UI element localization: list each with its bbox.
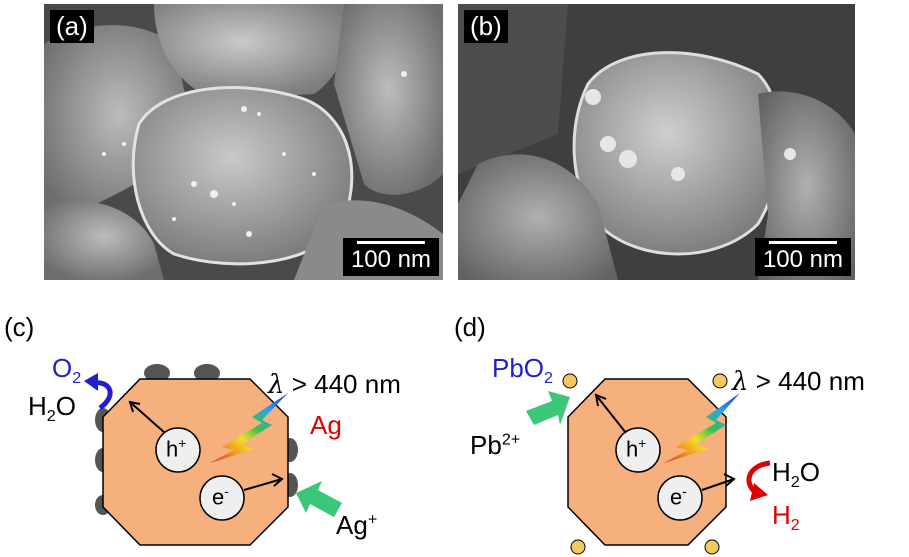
- lambda-d: λ: [732, 367, 749, 397]
- light-bolt-d: [664, 393, 740, 463]
- hole-circle-c: [155, 427, 201, 473]
- sem-image-a: (a) 100 nm: [44, 4, 443, 280]
- charge-arrows-c: [128, 400, 284, 491]
- h2o-label-d: H2O: [772, 457, 820, 492]
- hole-sup-d: +: [638, 436, 647, 451]
- pbo2-text-d: PbO: [492, 353, 545, 383]
- electron-circle-c: [199, 475, 245, 521]
- electron-text-d: e: [670, 484, 683, 510]
- hole-label-d: h+: [626, 436, 646, 462]
- h2o-o-d: O: [799, 457, 820, 487]
- ag-ion-arrow: [296, 481, 342, 517]
- oxidation-arrowhead-c: [84, 373, 98, 391]
- electron-sup-d: -: [682, 484, 687, 499]
- hole-text-d: h: [626, 436, 639, 462]
- ag-ion-label-c: Ag+: [336, 510, 377, 541]
- pb-ion-sup-d: 2+: [501, 430, 521, 449]
- charge-arrows-d: [594, 393, 736, 491]
- h2-label-d: H2: [772, 500, 800, 535]
- sem-micrograph-b: [458, 4, 855, 280]
- panel-label-b: (b): [464, 10, 508, 43]
- wavelength-text-d: > 440 nm: [755, 366, 865, 396]
- electron-sup-c: -: [224, 484, 229, 499]
- h2-sub-d: 2: [790, 516, 800, 535]
- h2o-h-d: H: [772, 457, 791, 487]
- h2o-sub-d: 2: [790, 473, 800, 492]
- wavelength-label-d: λ > 440 nm: [732, 366, 865, 397]
- reduction-arrowhead-d: [750, 483, 768, 501]
- sem-image-b: (b) 100 nm: [458, 4, 855, 280]
- pbo2-sub-d: 2: [544, 369, 553, 388]
- electron-circle-d: [657, 475, 703, 521]
- pbo2-label-d: PbO2: [492, 353, 553, 388]
- h2o-o-c: O: [55, 391, 76, 421]
- scale-bar-a: 100 nm: [342, 238, 439, 276]
- panel-label-a: (a): [50, 10, 94, 43]
- hole-text-c: h: [166, 436, 179, 462]
- h2o-h-c: H: [28, 391, 47, 421]
- o2-text-c: O: [52, 353, 73, 383]
- scale-bar-line-b: [768, 241, 837, 244]
- wavelength-text-c: > 440 nm: [291, 369, 401, 399]
- schematic-d: [526, 373, 771, 555]
- pbo2-deposits: [562, 373, 728, 555]
- h2o-label-c: H2O: [28, 391, 76, 426]
- panel-label-d: (d): [454, 312, 486, 342]
- ag-ion-text-c: Ag: [336, 510, 368, 540]
- pb-ion-arrow: [526, 391, 570, 425]
- pb-ion-label-d: Pb2+: [470, 430, 520, 461]
- ag-label-c: Ag: [310, 410, 342, 440]
- scale-bar-b: 100 nm: [754, 238, 851, 276]
- scale-bar-text-a: 100 nm: [350, 246, 431, 273]
- schematic-c: [84, 364, 342, 546]
- pb-ion-text-d: Pb: [470, 430, 502, 460]
- wavelength-label-c: λ > 440 nm: [268, 369, 401, 400]
- h2-h-d: H: [772, 500, 791, 530]
- electron-label-d: e-: [670, 484, 687, 510]
- hole-circle-d: [615, 427, 661, 473]
- lambda-c: λ: [268, 370, 285, 400]
- panel-label-c: (c): [4, 312, 35, 342]
- electron-label-c: e-: [212, 484, 229, 510]
- hole-sup-c: +: [178, 436, 187, 451]
- scale-bar-text-b: 100 nm: [762, 246, 843, 273]
- h2o-sub-c: 2: [46, 407, 56, 426]
- ag-ion-sup-c: +: [367, 510, 378, 529]
- electron-text-c: e: [212, 484, 225, 510]
- o2-sub-c: 2: [72, 369, 82, 388]
- o2-label-c: O2: [52, 353, 81, 388]
- light-bolt-c: [210, 393, 288, 463]
- hole-label-c: h+: [166, 436, 186, 462]
- scale-bar-line-a: [356, 241, 425, 244]
